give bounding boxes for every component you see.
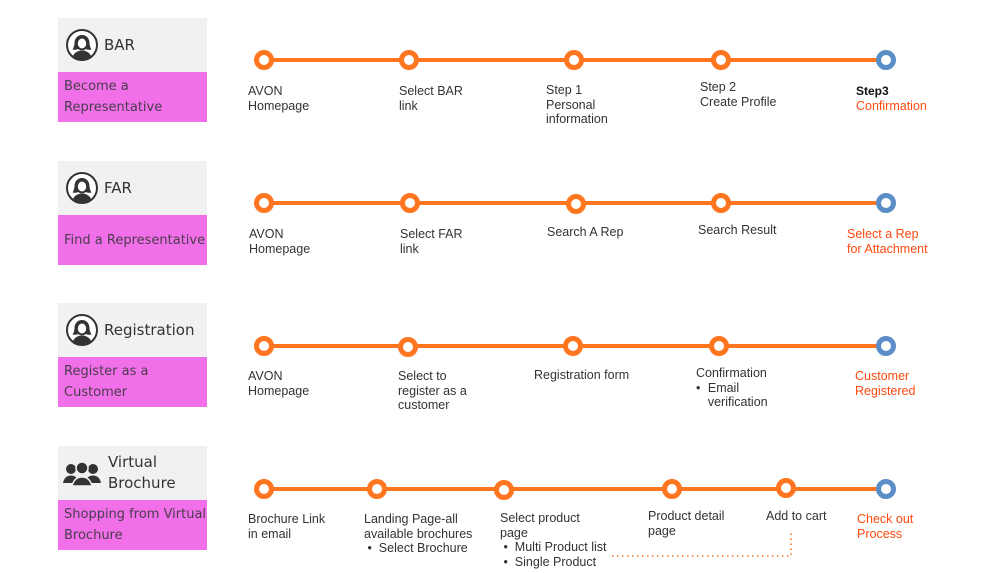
flow-description: Find a Representative <box>64 232 206 248</box>
final-step-label: Customer Registered <box>855 369 916 398</box>
step-label: Select BAR link <box>399 84 463 113</box>
flow-title-box: Registration <box>58 303 207 357</box>
flow-description: Register as a Customer <box>64 364 149 400</box>
step-label-text: Landing Page-all available brochures <box>364 512 473 541</box>
timeline-bar <box>254 50 896 70</box>
group-icon <box>63 461 101 487</box>
flow-description: Shopping from Virtual Brochure <box>64 507 207 543</box>
person-icon <box>66 172 98 204</box>
step-node <box>662 479 682 499</box>
step-heading: Step3 <box>856 84 889 98</box>
step-node <box>494 480 514 500</box>
final-step-label: Step3 Confirmation <box>856 84 927 113</box>
step-bullet: • Multi Product list <box>500 540 607 554</box>
timeline-registration <box>254 336 896 357</box>
step-label: Confirmation • Email verification <box>696 366 768 410</box>
step-label: Landing Page-all available brochures • S… <box>364 512 472 556</box>
step-bullet-text: Single Product <box>514 554 597 569</box>
flow-description-box: Find a Representative <box>58 215 207 265</box>
flow-title-box: BAR <box>58 18 207 72</box>
flow-description: Become a Representative <box>64 79 163 115</box>
step-label: Registration form <box>534 368 630 382</box>
step-node <box>400 193 420 213</box>
person-icon <box>66 29 98 61</box>
flow-name: BAR <box>104 35 135 54</box>
final-step-node <box>876 193 896 213</box>
step-label-text: Confirmation <box>856 98 927 113</box>
step-node <box>254 479 274 499</box>
step-label: Search Result <box>698 223 777 237</box>
step-node <box>254 193 274 213</box>
step-bullet-text: Multi Product list <box>514 540 607 554</box>
flow-description-box: Register as a Customer <box>58 357 207 407</box>
step-label: AVON Homepage <box>248 369 310 398</box>
flow-description-box: Shopping from Virtual Brochure <box>58 500 207 550</box>
flow-name: FAR <box>104 178 132 197</box>
step-label: Brochure Link in email <box>248 512 326 541</box>
step-label: AVON Homepage <box>249 227 311 256</box>
step-label: AVON Homepage <box>248 84 310 113</box>
step-label: Select FAR link <box>400 227 463 256</box>
timeline-far <box>254 193 896 214</box>
step-node <box>709 336 729 356</box>
step-node <box>711 193 731 213</box>
final-step-node <box>876 336 896 356</box>
step-node <box>711 50 731 70</box>
flow-title-box: Virtual Brochure <box>58 446 207 500</box>
step-label-text: Select product page <box>500 511 580 540</box>
person-icon <box>66 314 98 346</box>
step-bullet: • Select Brochure <box>364 541 468 555</box>
step-bullet: • Email verification <box>696 380 768 410</box>
step-label: Step 2 Create Profile <box>700 80 777 109</box>
flow-name: Registration <box>104 320 195 339</box>
step-node <box>563 336 583 356</box>
step-node <box>566 194 586 214</box>
step-bullet: • Single Product <box>500 554 597 569</box>
step-bullet-text: Select Brochure <box>378 541 468 555</box>
timeline-virtual-brochure <box>254 478 896 557</box>
step-label-text: Confirmation <box>696 366 767 380</box>
step-label: Search A Rep <box>547 225 624 239</box>
step-node <box>254 50 274 70</box>
step-label: Select to register as a customer <box>398 369 467 412</box>
final-step-label: Select a Rep for Attachment <box>847 227 928 256</box>
final-step-label: Check out Process <box>857 512 914 541</box>
step-label: Add to cart <box>766 509 827 523</box>
return-connector <box>612 531 792 557</box>
step-label: Step 1 Personal information <box>546 83 608 126</box>
step-label: Product detail page <box>648 509 725 538</box>
final-step-node <box>876 50 896 70</box>
final-step-node <box>876 479 896 499</box>
step-node <box>398 337 418 357</box>
step-node <box>367 479 387 499</box>
step-node <box>564 50 584 70</box>
step-node <box>254 336 274 356</box>
flow-name: Virtual Brochure <box>108 453 176 492</box>
flow-description-box: Become a Representative <box>58 72 207 122</box>
step-label: Select product page • Multi Product list… <box>500 511 607 569</box>
step-bullet-text: Email verification <box>707 380 768 410</box>
step-node <box>776 478 796 498</box>
step-node <box>399 50 419 70</box>
flow-title-box: FAR <box>58 161 207 215</box>
